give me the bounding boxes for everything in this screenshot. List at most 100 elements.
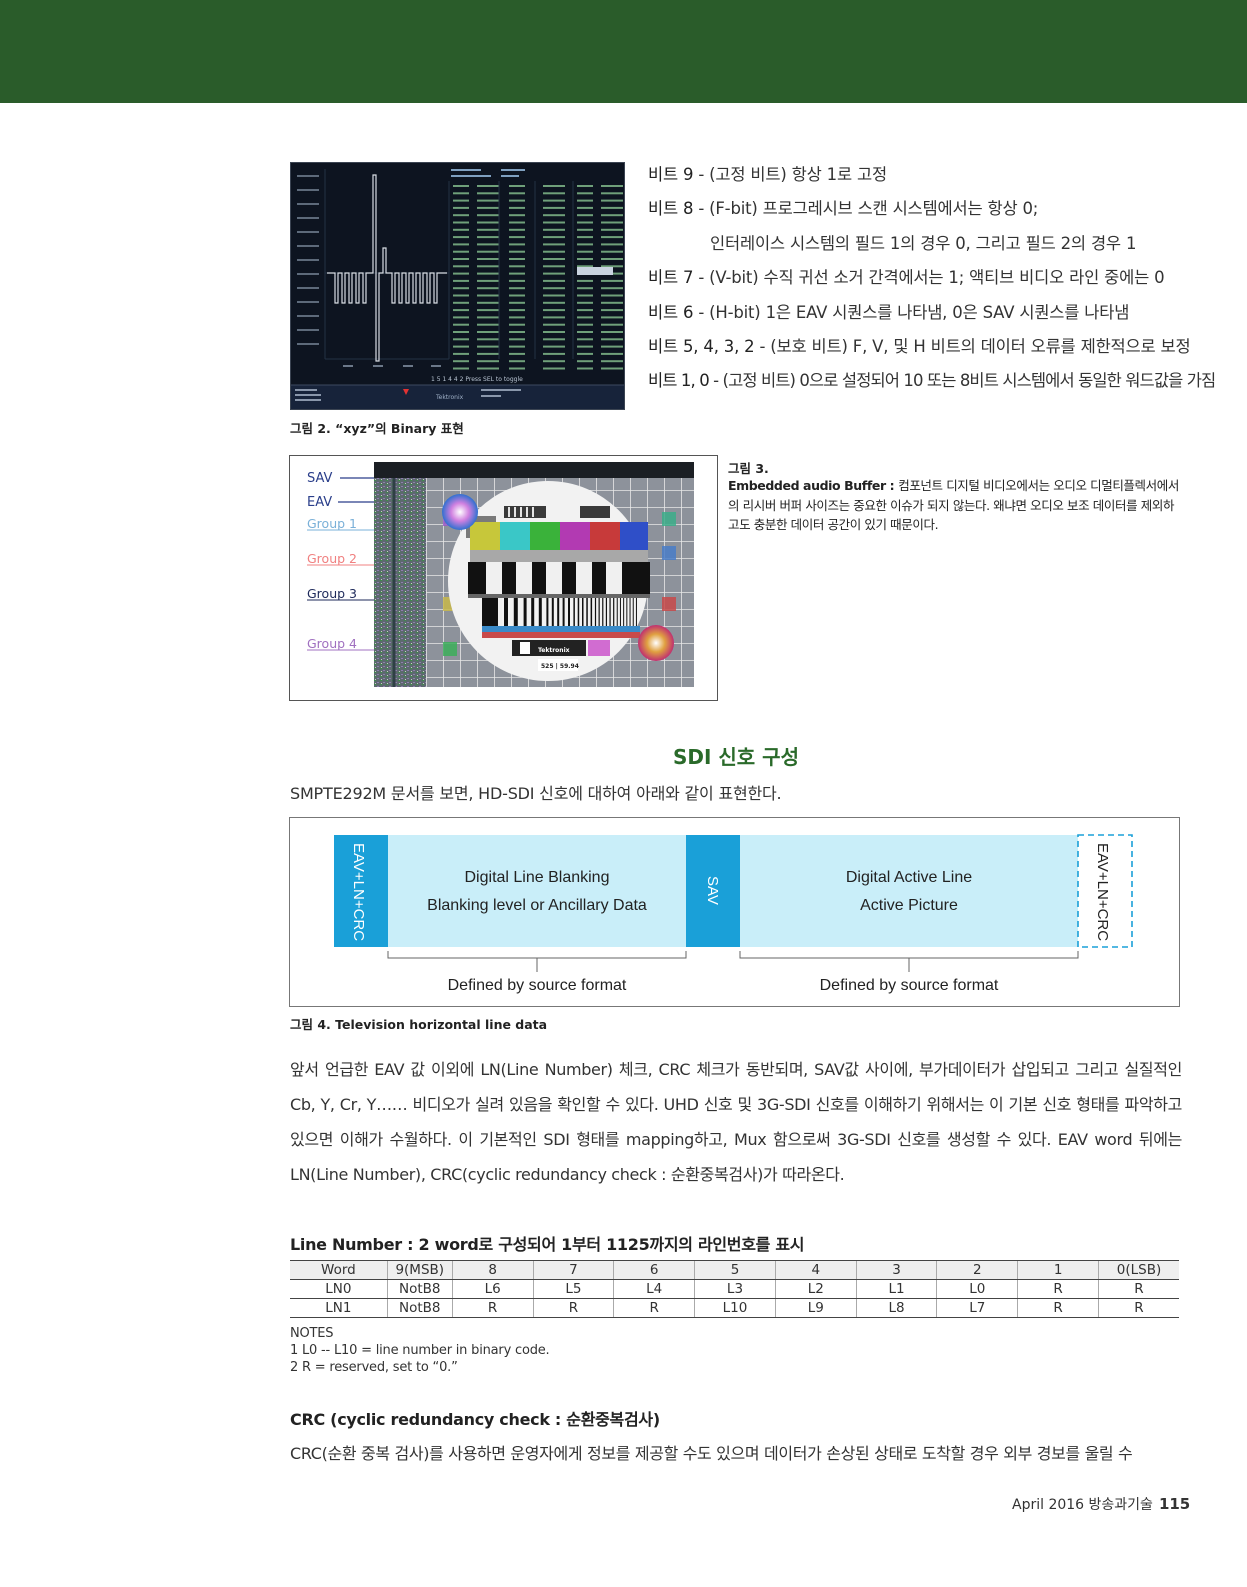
bit-label: 비트 8: [648, 199, 694, 219]
table-cell: 3: [855, 1260, 937, 1280]
table-cell: 7: [532, 1260, 614, 1280]
bit-line: 비트 7 - (V-bit) 수직 귀선 소거 간격에서는 1; 액티브 비디오…: [648, 261, 1193, 295]
figure-3-embedded-audio: Tektronix 525 | 59.94 SAV EAV Group 1 Gr…: [289, 455, 718, 701]
line-number-title: Line Number : 2 word로 구성되어 1부터 1125까지의 라…: [290, 1235, 805, 1254]
test-pattern-graphic: Tektronix 525 | 59.94 SAV EAV Group 1 Gr…: [307, 462, 694, 687]
eav-right-label: EAV+LN+CRC: [1094, 843, 1111, 941]
bit-desc: - (보호 비트) F, V, 및 H 비트의 데이터 오류를 제한적으로 보정: [754, 337, 1191, 357]
section-intro: SMPTE292M 문서를 보면, HD-SDI 신호에 대하여 아래와 같이 …: [290, 784, 782, 803]
label-eav: EAV: [307, 495, 332, 510]
table-cell: L0: [936, 1279, 1018, 1299]
blanking-line2: Blanking level or Ancillary Data: [427, 897, 647, 914]
label-group-3: Group 3: [307, 586, 357, 601]
blanking-block: [388, 835, 686, 947]
bit-label: 비트 6: [648, 302, 694, 322]
bit-desc: - (V-bit) 수직 귀선 소거 간격에서는 1; 액티브 비디오 라인 중…: [693, 268, 1165, 288]
defined-right: Defined by source format: [820, 977, 999, 994]
sdi-line-diagram: EAV+LN+CRC Digital Line Blanking Blankin…: [334, 834, 1133, 994]
crc-title: CRC (cyclic redundancy check : 순환중복검사): [290, 1410, 660, 1429]
defined-left: Defined by source format: [448, 977, 627, 994]
table-cell: 0(LSB): [1098, 1260, 1179, 1280]
table-cell: R: [1017, 1279, 1099, 1299]
table-cell: R: [1017, 1298, 1099, 1318]
bit-label: 비트 7: [648, 268, 694, 288]
table-cell: LN1: [290, 1298, 388, 1318]
table-cell: L1: [855, 1279, 937, 1299]
table-cell: NotB8: [386, 1279, 453, 1299]
table-cell: 9(MSB): [386, 1260, 453, 1280]
bit-label: 비트 5, 4, 3, 2: [648, 337, 755, 357]
table-cell: L4: [613, 1279, 695, 1299]
eav-left-label: EAV+LN+CRC: [350, 843, 367, 941]
bit-desc: - (H-bit) 1은 EAV 시퀀스를 나타냄, 0은 SAV 시퀀스를 나…: [693, 302, 1130, 322]
sav-block: [686, 835, 740, 947]
figure-4-caption: 그림 4. Television horizontal line data: [290, 1017, 548, 1032]
bit-line: 비트 8 - (F-bit) 프로그레시브 스캔 시스템에서는 항상 0;: [648, 192, 1193, 226]
header-band: [0, 0, 1247, 103]
active-line1: Digital Active Line: [846, 869, 972, 886]
section-title: SDI 신호 구성: [673, 745, 799, 769]
figure-4-line-diagram: EAV+LN+CRC Digital Line Blanking Blankin…: [289, 817, 1180, 1007]
fig3-badge: 525 | 59.94: [541, 663, 579, 670]
fig2-brand: Tektronix: [435, 394, 464, 401]
table-cell: L10: [694, 1298, 776, 1318]
bit-line: 비트 6 - (H-bit) 1은 EAV 시퀀스를 나타냄, 0은 SAV 시…: [648, 296, 1193, 330]
active-block: [740, 835, 1078, 947]
table-cell: 8: [451, 1260, 534, 1280]
eav-block-left: [334, 835, 388, 947]
table-cell: R: [451, 1298, 534, 1318]
label-sav: SAV: [307, 471, 333, 486]
label-group-4: Group 4: [307, 636, 357, 651]
bit-desc: - (고정 비트) 0으로 설정되어 10 또는 8비트 시스템에서 동일한 워…: [708, 371, 1216, 391]
table-cell: 4: [774, 1260, 857, 1280]
table-cell: NotB8: [386, 1298, 453, 1318]
bit-desc: - (고정 비트) 항상 1로 고정: [693, 165, 887, 184]
table-cell: LN0: [290, 1279, 388, 1299]
sav-label: SAV: [704, 876, 721, 905]
notes-item: 2 R = reserved, set to “0.”: [290, 1360, 458, 1375]
table-cell: Word: [290, 1260, 388, 1280]
bit-desc: 인터레이스 시스템의 필드 1의 경우 0, 그리고 필드 2의 경우 1: [710, 233, 1137, 253]
fig3-brand: Tektronix: [538, 647, 570, 654]
table-cell: 5: [694, 1260, 776, 1280]
table-cell: L7: [936, 1298, 1018, 1318]
blanking-line1: Digital Line Blanking: [465, 869, 610, 886]
table-cell: L9: [774, 1298, 857, 1318]
page-number: 115: [1158, 1495, 1191, 1513]
label-group-1: Group 1: [307, 516, 357, 531]
bit-line: 비트 9 - (고정 비트) 항상 1로 고정: [648, 158, 1193, 192]
figure-3-caption-heading: 그림 3.: [728, 461, 769, 476]
body-paragraph: 앞서 언급한 EAV 값 이외에 LN(Line Number) 체크, CRC…: [290, 1060, 1182, 1184]
fig2-readout: 1 5 1 4 4 2 Press SEL to toggle: [431, 376, 523, 383]
table-cell: L5: [532, 1279, 614, 1299]
table-cell: R: [1098, 1298, 1179, 1318]
eav-block-right: [1077, 834, 1133, 948]
table-cell: L8: [855, 1298, 937, 1318]
active-line2: Active Picture: [860, 897, 958, 914]
table-cell: R: [613, 1298, 695, 1318]
bit-label: 비트 9: [648, 165, 694, 184]
figure-2-binary-screenshot: Tektronix 1 5 1 4 4 2 Press SEL to toggl…: [290, 162, 625, 410]
bit-line: 비트 1, 0 - (고정 비트) 0으로 설정되어 10 또는 8비트 시스템…: [648, 364, 1216, 398]
table-notes: NOTES 1 L0 -- L10 = line number in binar…: [290, 1325, 550, 1376]
bit-line: 비트 5, 4, 3, 2 - (보호 비트) F, V, 및 H 비트의 데이…: [648, 330, 1193, 364]
table-cell: R: [1098, 1279, 1179, 1299]
bit-label: 비트 1, 0: [648, 371, 710, 391]
notes-item: 1 L0 -- L10 = line number in binary code…: [290, 1343, 550, 1358]
table-cell: L6: [451, 1279, 534, 1299]
table-cell: 1: [1017, 1260, 1099, 1280]
caption-body: 컴포넌트 디지털 비디오에서는 오디오 디멀티플렉서에서의 리시버 버퍼 사이즈…: [728, 478, 1179, 532]
table-cell: L2: [774, 1279, 857, 1299]
table-cell: 2: [936, 1260, 1018, 1280]
table-cell: 6: [613, 1260, 695, 1280]
crc-text: CRC(순환 중복 검사)를 사용하면 운영자에게 정보를 제공할 수도 있으며…: [290, 1444, 1133, 1463]
figure-3-caption: Embedded audio Buffer : 컴포넌트 디지털 비디오에서는 …: [728, 476, 1183, 535]
table-cell: R: [532, 1298, 614, 1318]
label-group-2: Group 2: [307, 551, 357, 566]
bit-definitions: 비트 9 - (고정 비트) 항상 1로 고정 비트 8 - (F-bit) 프…: [648, 158, 1216, 399]
